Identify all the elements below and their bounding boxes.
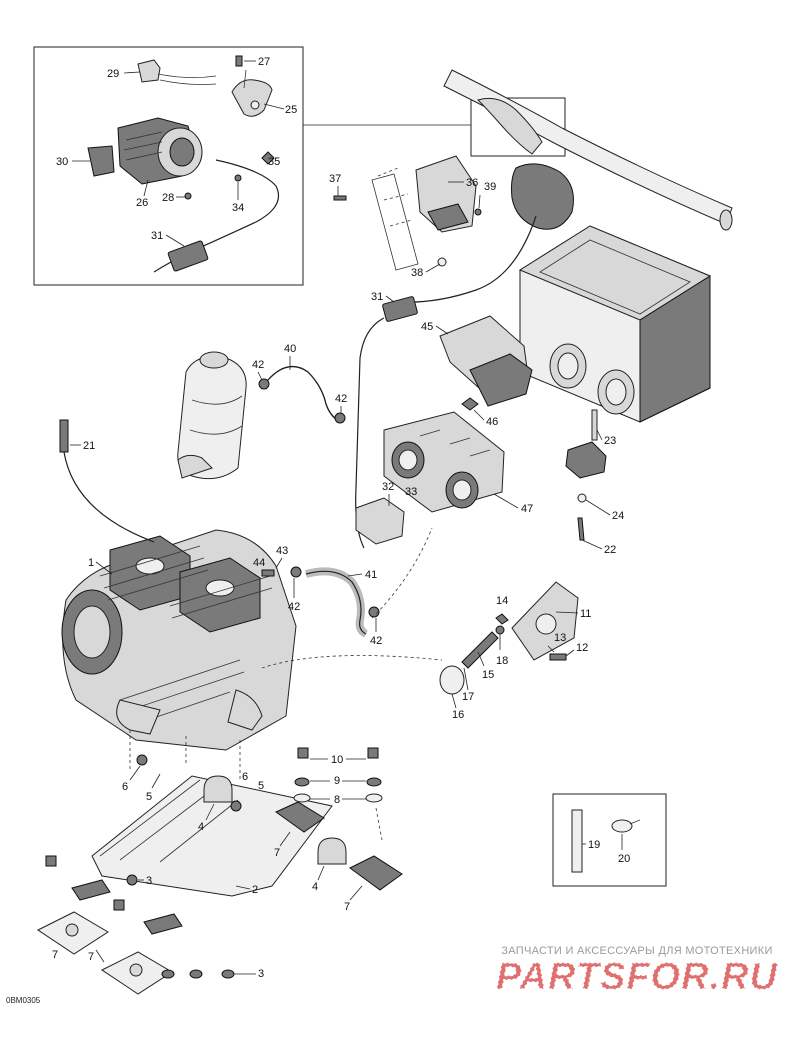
mounting-plate-assembly (261, 581, 579, 695)
hose-upper (258, 365, 346, 424)
callout-7a: 7 (274, 847, 280, 859)
callout-4a: 4 (198, 821, 204, 833)
callout-31a: 31 (151, 230, 163, 242)
callout-5a: 5 (146, 791, 152, 803)
engine (59, 419, 297, 751)
callout-42d: 42 (370, 635, 382, 647)
drawing-code: 0BM0305 (6, 996, 41, 1005)
callout-31b: 31 (371, 291, 383, 303)
inset-detail (33, 46, 566, 286)
callout-11: 11 (580, 608, 591, 620)
callout-46: 46 (486, 416, 498, 428)
hose-parts-box (552, 793, 667, 887)
callout-17: 17 (462, 691, 474, 703)
callout-45: 45 (421, 321, 433, 333)
callout-8: 8 (334, 794, 340, 806)
connector-part (167, 240, 209, 272)
cable-guide-part (137, 59, 217, 85)
callout-15: 15 (482, 669, 494, 681)
callout-24: 24 (612, 510, 624, 522)
callout-42b: 42 (335, 393, 347, 405)
sensor-part (59, 419, 69, 453)
mounting-feet (37, 855, 235, 995)
callout-26: 26 (136, 197, 148, 209)
callout-32: 32 (382, 481, 394, 493)
callout-39: 39 (484, 181, 496, 193)
callout-42a: 42 (252, 359, 264, 371)
callout-29: 29 (107, 68, 119, 80)
callout-40: 40 (284, 343, 296, 355)
callout-13: 13 (554, 632, 566, 644)
throttle-housing-part (117, 117, 203, 185)
engine-support (91, 730, 403, 897)
callout-47: 47 (521, 503, 533, 515)
callout-28: 28 (162, 192, 174, 204)
callout-38: 38 (411, 267, 423, 279)
handlebar (443, 69, 733, 231)
callout-4b: 4 (312, 881, 318, 893)
callout-44: 44 (253, 557, 265, 569)
callout-12: 12 (576, 642, 588, 654)
callout-19: 19 (588, 839, 600, 851)
callout-18: 18 (496, 655, 508, 667)
callout-5b: 5 (258, 780, 264, 792)
callout-43: 43 (276, 545, 288, 557)
callout-3a: 3 (146, 875, 152, 887)
cable-bracket (355, 497, 405, 545)
nut-part (261, 151, 275, 165)
callout-3b: 3 (258, 968, 264, 980)
screw-part (234, 174, 242, 182)
hose-lower (261, 527, 433, 638)
screw-part (184, 192, 192, 200)
oil-reservoir (177, 351, 247, 480)
callout-9: 9 (334, 775, 340, 787)
watermark-caption: ЗАПЧАСТИ И АКСЕССУАРЫ ДЛЯ МОТОТЕХНИКИ (501, 945, 773, 957)
cover-part (87, 145, 115, 177)
callout-37: 37 (329, 173, 341, 185)
watermark-logo-text: PARTSFOR.RU (496, 956, 778, 998)
callout-6a: 6 (122, 781, 128, 793)
callout-36: 36 (466, 177, 478, 189)
throttle-cable (355, 215, 537, 549)
callout-14: 14 (496, 595, 508, 607)
callouts: 29 27 25 30 26 28 35 34 31 37 36 39 38 3… (52, 56, 630, 980)
callout-21: 21 (83, 440, 95, 452)
air-silencer (518, 225, 712, 423)
callout-7b: 7 (344, 901, 350, 913)
callout-6b: 6 (242, 771, 248, 783)
callout-35: 35 (268, 156, 280, 168)
watermark-logo: PARTSFOR.RU (495, 955, 778, 999)
callout-10: 10 (331, 754, 343, 766)
callout-20: 20 (618, 853, 630, 865)
callout-1: 1 (88, 557, 94, 569)
rubber-mount-assembly (565, 409, 607, 541)
callout-34: 34 (232, 202, 244, 214)
callout-25: 25 (285, 104, 297, 116)
callout-33: 33 (405, 486, 417, 498)
throttle-lever-part (231, 55, 273, 117)
callout-2: 2 (252, 884, 258, 896)
callout-7d: 7 (52, 949, 58, 961)
callout-7c: 7 (88, 951, 94, 963)
air-intake-adaptor (439, 315, 533, 411)
callout-41: 41 (365, 569, 377, 581)
callout-22: 22 (604, 544, 616, 556)
bracket-assembly (333, 155, 482, 271)
callout-23: 23 (604, 435, 616, 447)
callout-27: 27 (258, 56, 270, 68)
callout-42c: 42 (288, 601, 300, 613)
carburetor (383, 411, 505, 513)
callout-30: 30 (56, 156, 68, 168)
callout-16: 16 (452, 709, 464, 721)
